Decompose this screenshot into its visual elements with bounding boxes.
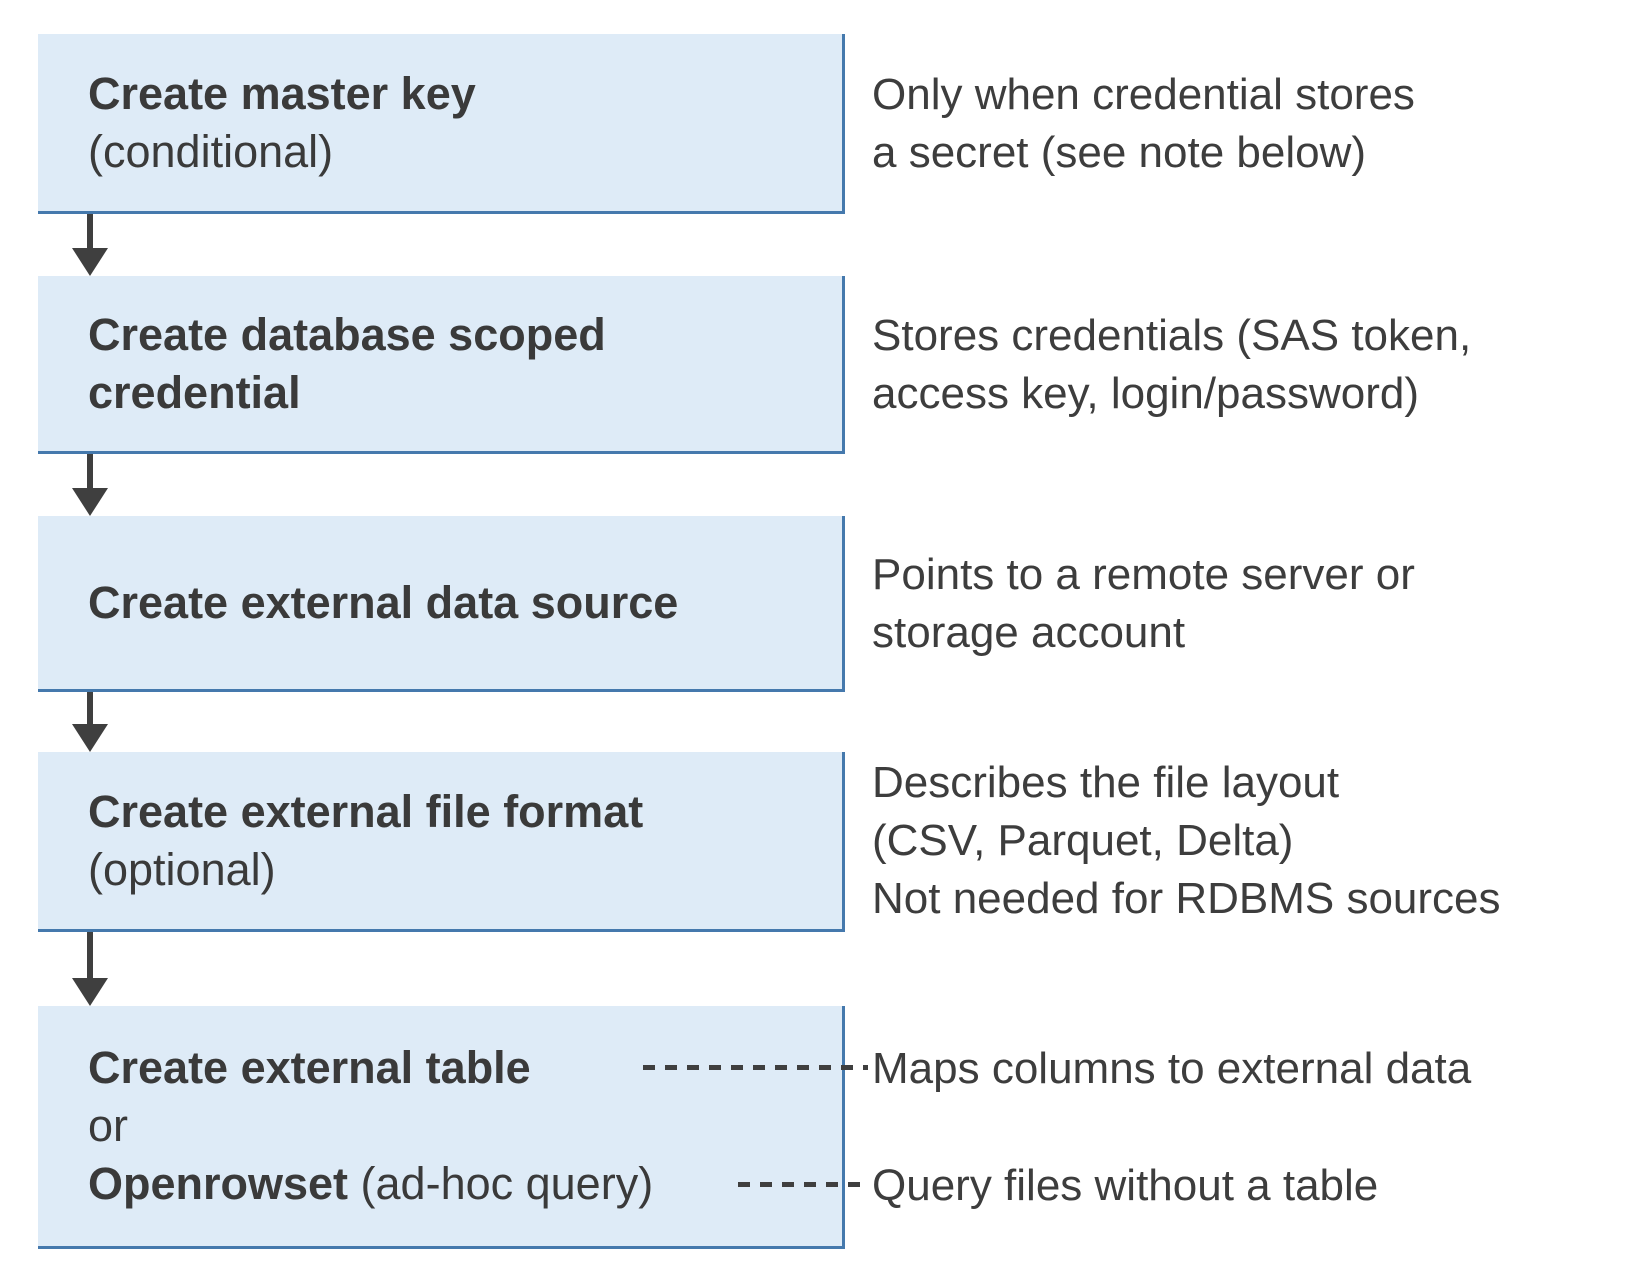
note-line: Only when credential stores [872,70,1415,119]
note-line: access key, login/password) [872,369,1419,418]
arrow-head [72,724,108,752]
note-line: Describes the file layout [872,758,1340,807]
box-option2-bold: Openrowset [88,1158,349,1209]
box-create-external-data-source: Create external data source [38,516,845,692]
box-create-external-file-format: Create external file format (optional) [38,752,845,932]
box-conjunction: or [88,1100,129,1151]
note-line: Maps columns to external data [872,1044,1472,1093]
arrow-head [72,488,108,516]
note-line: Points to a remote server or [872,550,1415,599]
arrow-shaft [87,214,93,250]
note-master-key: Only when credential stores a secret (se… [872,66,1415,182]
note-line: Query files without a table [872,1161,1379,1210]
box-create-database-scoped-credential: Create database scoped credential [38,276,845,454]
note-line: (CSV, Parquet, Delta) [872,816,1294,865]
arrow-shaft [87,454,93,490]
box-title: Create external data source [88,576,679,628]
box-title: Create external table [88,1042,531,1093]
box-option2-rest: (ad-hoc query) [348,1158,654,1209]
arrow-shaft [87,692,93,726]
box-create-external-table-or-openrowset: Create external table or Openrowset (ad-… [38,1006,845,1249]
note-external-data-source: Points to a remote server or storage acc… [872,546,1415,662]
box-title: Create master key [88,67,476,119]
note-line: Not needed for RDBMS sources [872,874,1501,923]
box-title: credential [88,366,301,418]
box-subtitle: (conditional) [88,125,334,177]
arrow-head [72,248,108,276]
box-subtitle: (optional) [88,843,276,895]
box-option2: Openrowset (ad-hoc query) [88,1155,842,1213]
arrow-down-icon [72,454,108,516]
arrow-down-icon [72,692,108,752]
note-openrowset: Query files without a table [872,1157,1378,1215]
dashed-connector-openrowset [738,1182,868,1187]
arrow-head [72,978,108,1006]
box-title: Create database scoped [88,308,606,360]
arrow-down-icon [72,932,108,1006]
box-create-master-key: Create master key (conditional) [38,34,845,214]
note-external-table: Maps columns to external data [872,1040,1471,1098]
note-line: Stores credentials (SAS token, [872,311,1472,360]
note-line: storage account [872,608,1186,657]
note-database-scoped-credential: Stores credentials (SAS token, access ke… [872,307,1471,423]
note-line: a secret (see note below) [872,128,1367,177]
note-external-file-format: Describes the file layout (CSV, Parquet,… [872,754,1501,928]
box-title: Create external file format [88,785,644,837]
arrow-shaft [87,932,93,980]
arrow-down-icon [72,214,108,276]
dashed-connector-table [643,1065,868,1070]
